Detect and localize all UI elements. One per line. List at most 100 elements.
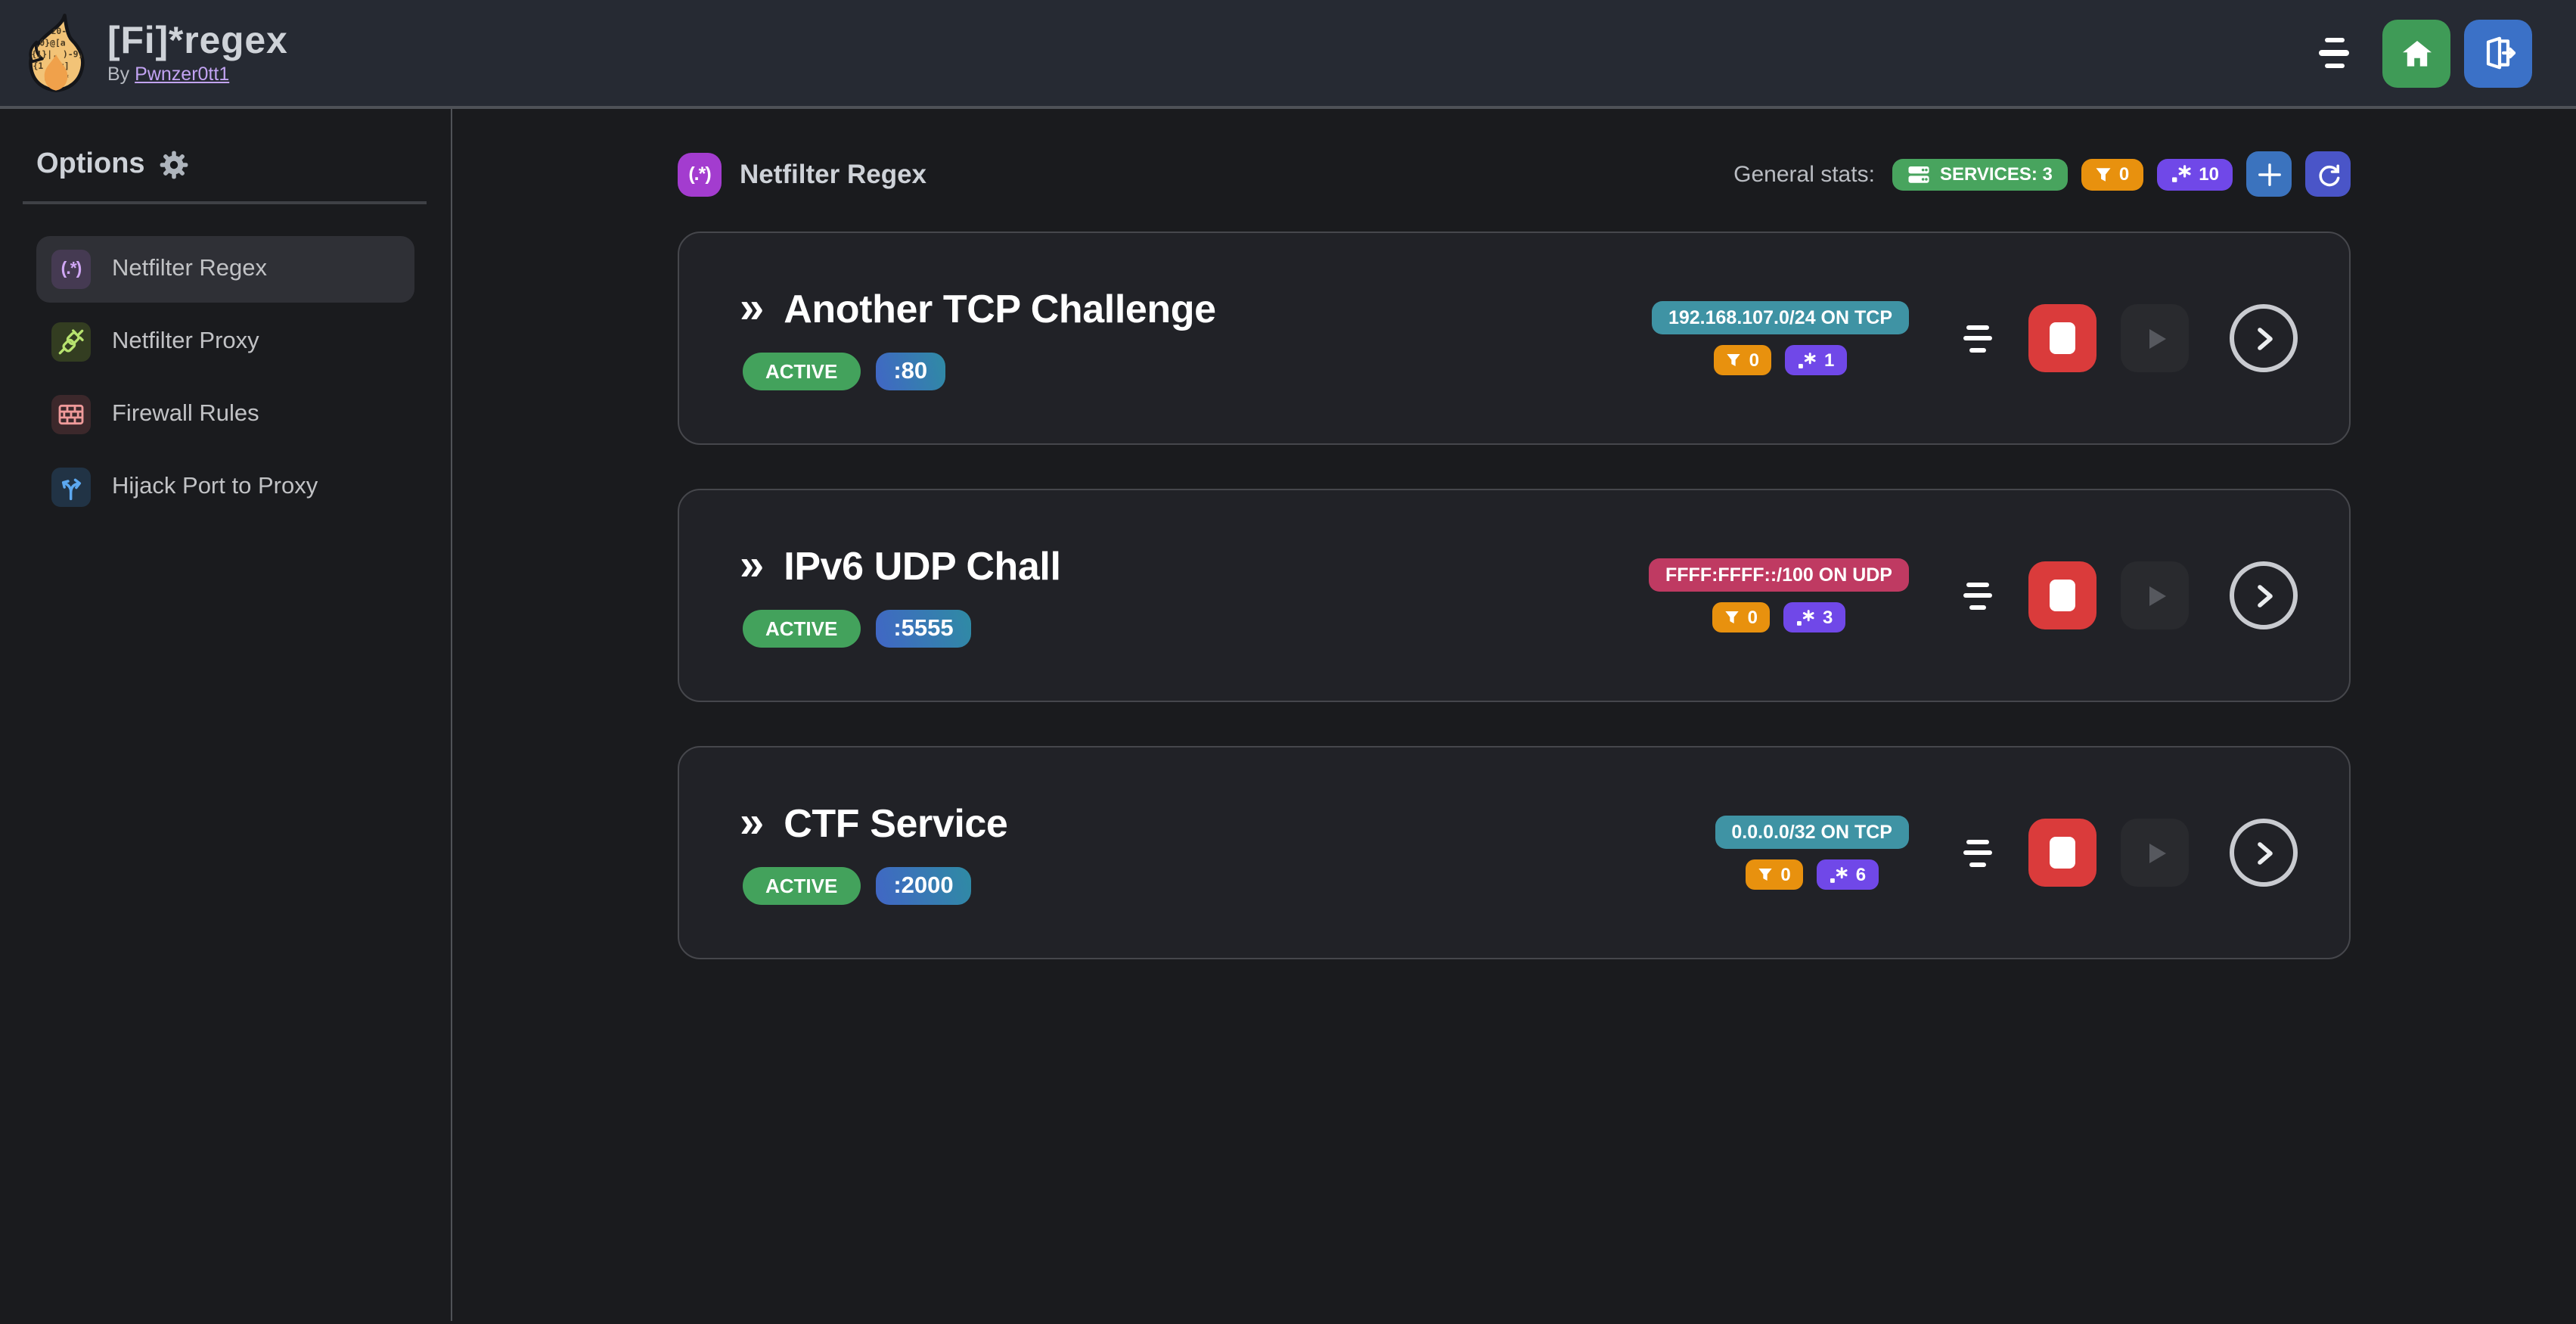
play-icon: [2149, 586, 2165, 605]
plug-icon: [51, 322, 91, 361]
sidebar-item-label: Netfilter Proxy: [112, 328, 259, 353]
sidebar-header: Options: [0, 148, 451, 182]
options-title: Options: [36, 148, 145, 180]
filtered-packets-badge: 0: [2081, 158, 2143, 190]
general-stats: General stats: SERVICES: 3: [1733, 151, 2351, 197]
regex-count-badge: 1: [1784, 345, 1847, 375]
service-name: IPv6 UDP Chall: [784, 543, 1061, 589]
filter-icon: [1758, 869, 1772, 881]
byline: By Pwnzer0tt1: [107, 64, 288, 85]
ip-badge: FFFF:FFFF::/100 ON UDP: [1649, 558, 1909, 592]
sidebar-item-netfilter-proxy[interactable]: Netfilter Proxy: [36, 308, 414, 375]
home-button[interactable]: [2382, 19, 2450, 87]
fork-icon: [51, 467, 91, 506]
regex-count-badge: 3: [1783, 602, 1845, 632]
double-chevron-icon: »: [740, 284, 765, 333]
start-service-button[interactable]: [2121, 819, 2189, 887]
port-badge: :80: [875, 353, 946, 390]
sidebar-item-label: Hijack Port to Proxy: [112, 473, 318, 499]
open-service-button[interactable]: [2230, 819, 2298, 887]
service-stats: 0.0.0.0/32 ON TCP 0: [1715, 816, 1909, 890]
service-card: » IPv6 UDP Chall ACTIVE :5555 FFFF:FFFF:…: [678, 489, 2351, 702]
ip-badge: 0.0.0.0/32 ON TCP: [1715, 816, 1909, 849]
app-title: [Fi]*regex: [107, 19, 288, 62]
stats-label: General stats:: [1733, 161, 1875, 187]
title-block: [Fi]*regex By Pwnzer0tt1: [107, 19, 288, 85]
sidebar-nav: (.*) Netfilter Regex: [0, 235, 451, 520]
service-card: » Another TCP Challenge ACTIVE :80 192.1…: [678, 232, 2351, 445]
regex-count-badge: 6: [1816, 859, 1879, 890]
service-stats: 192.168.107.0/24 ON TCP 0: [1651, 301, 1909, 375]
author-link[interactable]: Pwnzer0tt1: [135, 64, 230, 85]
refresh-icon: [2318, 163, 2339, 186]
chevron-right-icon: [2257, 584, 2272, 607]
filter-icon: [1725, 611, 1740, 623]
sidebar-item-netfilter-regex[interactable]: (.*) Netfilter Regex: [36, 235, 414, 302]
svg-text:{0}@[a: {0}@[a: [34, 37, 65, 48]
menu-icon[interactable]: [2319, 38, 2349, 68]
open-service-button[interactable]: [2230, 304, 2298, 372]
service-menu-icon[interactable]: [1963, 582, 1992, 609]
section-title: Netfilter Regex: [740, 158, 927, 188]
home-icon: [2402, 40, 2431, 66]
chevron-right-icon: [2257, 841, 2272, 864]
play-icon: [2149, 843, 2165, 862]
regex-count-badge: 10: [2156, 158, 2233, 190]
regex-icon: (.*): [51, 249, 91, 288]
service-card: » CTF Service ACTIVE :2000 0.0.0.0/32 ON…: [678, 746, 2351, 959]
service-name: Another TCP Challenge: [784, 286, 1216, 331]
sidebar-divider: [23, 201, 427, 204]
port-badge: :5555: [875, 610, 972, 648]
service-name: CTF Service: [784, 800, 1008, 846]
ip-badge: 192.168.107.0/24 ON TCP: [1651, 301, 1909, 334]
filtered-packets-badge: 0: [1712, 602, 1770, 632]
wall-icon: [51, 394, 91, 434]
flame-logo-icon: -z0- {0}@[a {1}|. )-9] {1 z] . ~ *: [29, 14, 85, 92]
regex-section-icon: (.*): [678, 152, 722, 196]
svg-text:{1}|. )-9]: {1}|. )-9]: [32, 49, 84, 60]
service-info: » IPv6 UDP Chall ACTIVE :5555: [740, 543, 1061, 648]
filtered-packets-badge: 0: [1714, 345, 1771, 375]
service-menu-icon[interactable]: [1963, 325, 1992, 352]
regex-glyph-icon: [2171, 165, 2190, 182]
status-badge: ACTIVE: [743, 353, 861, 390]
logout-button[interactable]: [2464, 19, 2532, 87]
section-header: (.*) Netfilter Regex General stats: SERV…: [678, 151, 2351, 197]
sidebar-item-hijack-port[interactable]: Hijack Port to Proxy: [36, 453, 414, 520]
double-chevron-icon: »: [740, 542, 765, 590]
add-service-button[interactable]: [2246, 151, 2292, 197]
stop-icon: [2050, 580, 2075, 611]
start-service-button[interactable]: [2121, 304, 2189, 372]
services-count-badge: SERVICES: 3: [1892, 158, 2068, 190]
double-chevron-icon: »: [740, 799, 765, 847]
regex-glyph-icon: [1797, 609, 1814, 625]
service-info: » Another TCP Challenge ACTIVE :80: [740, 286, 1216, 390]
sidebar: Options (.*) Netfilter Regex: [0, 109, 452, 1321]
status-badge: ACTIVE: [743, 610, 861, 648]
service-menu-icon[interactable]: [1963, 839, 1992, 866]
regex-glyph-icon: [1798, 352, 1816, 368]
byline-prefix: By: [107, 64, 130, 85]
topbar: -z0- {0}@[a {1}|. )-9] {1 z] . ~ * [Fi]*…: [0, 0, 2576, 109]
server-icon: [1909, 165, 1930, 182]
start-service-button[interactable]: [2121, 561, 2189, 629]
sidebar-item-label: Netfilter Regex: [112, 255, 268, 281]
stop-service-button[interactable]: [2028, 304, 2096, 372]
filter-icon: [2096, 167, 2111, 181]
refresh-button[interactable]: [2305, 151, 2351, 197]
filter-icon: [1727, 354, 1741, 366]
regex-glyph-icon: [1830, 866, 1848, 882]
play-icon: [2149, 328, 2165, 348]
main-content: (.*) Netfilter Regex General stats: SERV…: [452, 109, 2576, 1321]
sidebar-item-firewall-rules[interactable]: Firewall Rules: [36, 381, 414, 447]
logout-icon: [2486, 36, 2516, 70]
stop-icon: [2050, 837, 2075, 869]
service-info: » CTF Service ACTIVE :2000: [740, 799, 1008, 905]
stop-service-button[interactable]: [2028, 561, 2096, 629]
filtered-packets-badge: 0: [1746, 859, 1803, 890]
chevron-right-icon: [2257, 327, 2272, 350]
sidebar-item-label: Firewall Rules: [112, 400, 259, 426]
open-service-button[interactable]: [2230, 561, 2298, 629]
stop-service-button[interactable]: [2028, 819, 2096, 887]
